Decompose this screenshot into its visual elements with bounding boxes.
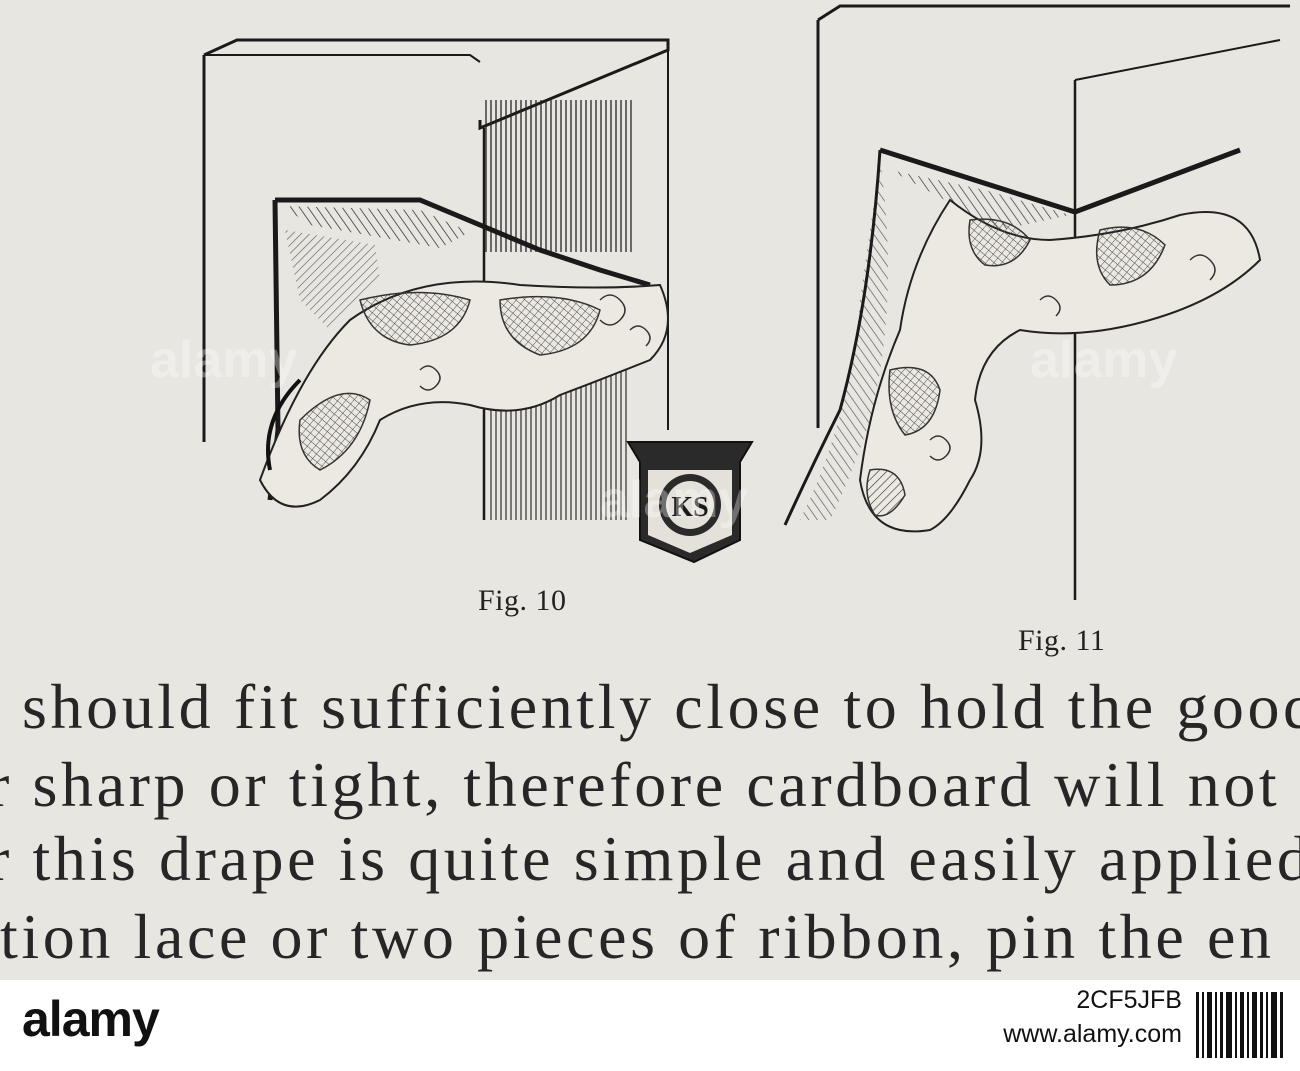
figure-11-caption: Fig. 11	[1018, 624, 1106, 657]
barcode-icon	[1196, 992, 1283, 1058]
figure-10-drawing	[202, 38, 670, 520]
illustration-area: KS	[202, 4, 1290, 600]
body-text-line: r this drape is quite simple and easily …	[0, 823, 1300, 894]
body-text-line: r sharp or tight, therefore cardboard wi…	[0, 749, 1281, 820]
alamy-logo[interactable]: alamy	[22, 991, 160, 1047]
body-text-line: tion lace or two pieces of ribbon, pin t…	[0, 901, 1275, 972]
scanned-page: KS Fig. 10 Fig. 11 should fit sufficient…	[0, 4, 1300, 980]
stock-footer: alamy 2CF5JFB www.alamy.com	[0, 980, 1300, 1071]
emblem-monogram: KS	[671, 492, 708, 523]
shield-monogram-icon: KS	[626, 441, 754, 564]
body-text: should fit sufficiently close to hold th…	[0, 648, 1300, 980]
body-text-line: should fit sufficiently close to hold th…	[22, 671, 1300, 742]
image-id: 2CF5JFB	[1076, 986, 1182, 1014]
figure-10-caption: Fig. 10	[478, 584, 567, 617]
site-url[interactable]: www.alamy.com	[1003, 1020, 1182, 1048]
figure-11-drawing	[783, 4, 1290, 600]
